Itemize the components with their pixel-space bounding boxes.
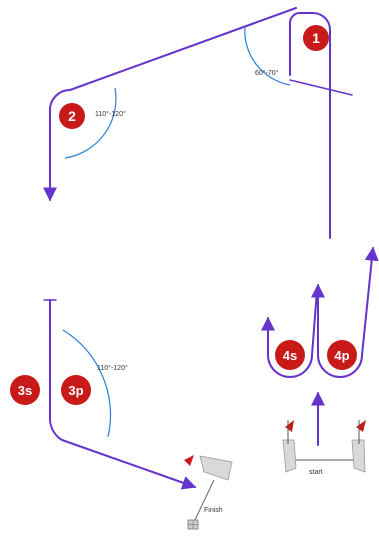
flag-start-left-icon (285, 420, 294, 432)
mark-4s-label: 4s (283, 348, 297, 363)
mark-1-label: 1 (312, 30, 320, 46)
start-boat-left (282, 439, 297, 473)
angle-arc-mark1 (244, 26, 291, 86)
mark-2-buoy (59, 103, 85, 129)
finish-boat (199, 455, 233, 481)
mark-4s-buoy (275, 340, 305, 370)
mark-3p-buoy (61, 375, 91, 405)
leg-mark1-to-mark2 (43, 7, 297, 202)
finish-area: Finish (184, 455, 233, 530)
mark-3p: 3p (61, 375, 91, 405)
start-label: start (309, 469, 323, 476)
flag-start-right-icon (356, 420, 366, 432)
gate-4s-loop (261, 289, 318, 378)
mark-2-label: 2 (68, 108, 76, 124)
mark-2: 2 (59, 103, 85, 129)
angle-arcs (62, 26, 291, 438)
gate-4p-loop (317, 246, 379, 378)
finish-buoy-icon (187, 519, 199, 530)
finish-line (193, 479, 215, 523)
mark-3s: 3s (10, 375, 40, 405)
angle-label-mark1: 60°-70° (255, 69, 279, 77)
mark-1-buoy (303, 25, 329, 51)
leg-start-to-mark1 (299, 12, 331, 239)
mark-4p-buoy (327, 340, 357, 370)
angle-arc-mark2 (64, 87, 117, 159)
mark1-reference-line (289, 79, 353, 96)
start-boat-right (351, 439, 366, 473)
angle-label-mark3: 110°-120° (97, 364, 128, 372)
mark-4s: 4s (275, 340, 305, 370)
start-area: start (282, 420, 366, 476)
mark-1: 1 (303, 25, 329, 51)
angle-label-mark2: 110°-120° (95, 110, 126, 118)
mark-3s-buoy (10, 375, 40, 405)
mark-3s-label: 3s (18, 383, 32, 398)
finish-label: Finish (204, 507, 223, 514)
mark-4p: 4p (327, 340, 357, 370)
course-path (43, 7, 379, 490)
flag-finish-icon (184, 455, 194, 466)
leg-mark3-to-finish (49, 299, 197, 490)
mark-4p-label: 4p (334, 348, 349, 363)
leg-mark1-rounding (289, 12, 301, 76)
angle-arc-mark3 (62, 329, 111, 438)
mark-3p-label: 3p (68, 383, 83, 398)
